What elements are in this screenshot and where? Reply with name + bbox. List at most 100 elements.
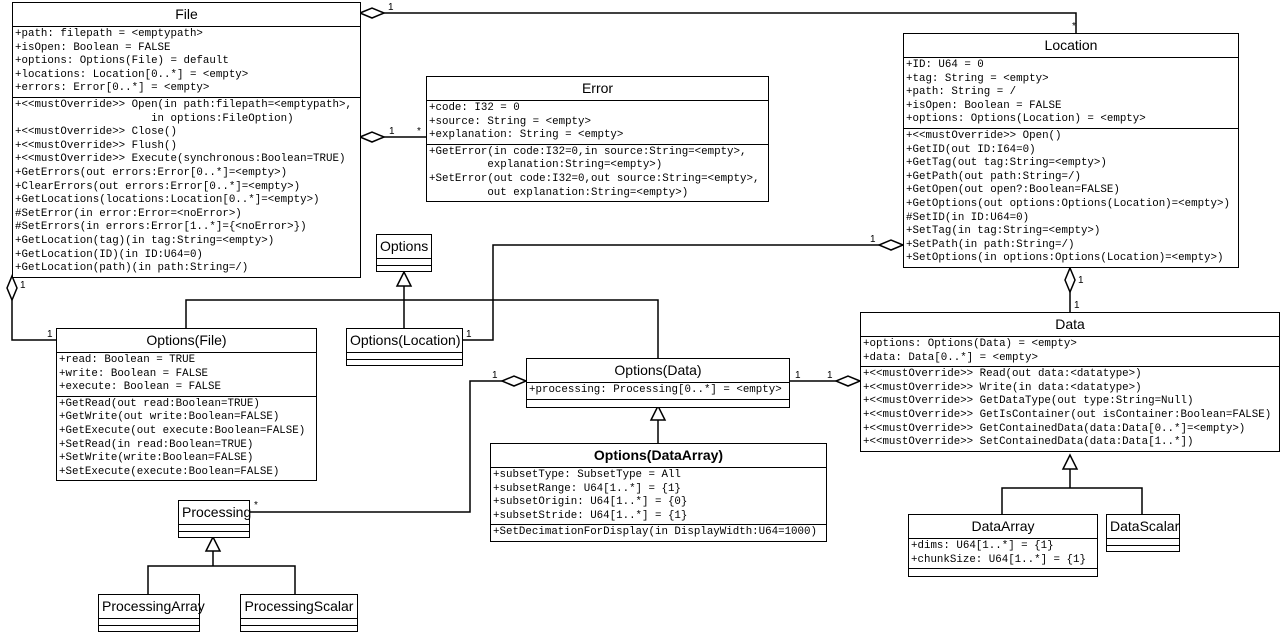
class-name: ProcessingScalar [241, 595, 357, 619]
multiplicity-label: 1 [466, 329, 472, 340]
methods-compartment: +GetError(in code:I32=0,in source:String… [427, 143, 768, 201]
methods-compartment [377, 265, 431, 271]
aggregation-diamond-icon [834, 375, 862, 387]
multiplicity-label: 1 [870, 234, 876, 245]
attribute: +isOpen: Boolean = FALSE [906, 99, 1062, 112]
attributes-compartment: +ID: U64 = 0+tag: String = <empty>+path:… [904, 58, 1238, 128]
attribute: +errors: Error[0..*] = <empty> [15, 82, 210, 95]
method: +<<mustOverride>> GetContainedData(data:… [863, 422, 1246, 435]
class-name: Processing [179, 501, 251, 525]
class-options: Options [376, 234, 432, 272]
attribute: +subsetType: SubsetType = All [493, 469, 681, 481]
method: +SetDecimationForDisplay(in DisplayWidth… [493, 526, 817, 539]
methods-compartment: +<<mustOverride>> Read(out data:<datatyp… [861, 366, 1279, 451]
generalization-data-branches [1001, 487, 1143, 514]
method: +<<mustOverride>> Open(in path:filepath=… [15, 98, 352, 111]
methods-compartment [347, 359, 462, 365]
association-file-location [384, 12, 1077, 33]
attributes-compartment: +code: I32 = 0+source: String = <empty>+… [427, 101, 768, 144]
class-location: Location+ID: U64 = 0+tag: String = <empt… [903, 33, 1239, 268]
class-name: DataArray [909, 515, 1097, 539]
multiplicity-label: 1 [492, 370, 498, 381]
class-datascalar: DataScalar [1106, 514, 1180, 552]
methods-compartment [99, 625, 199, 631]
multiplicity-label: * [254, 500, 258, 511]
method: +<<mustOverride>> Close() [15, 126, 177, 139]
method: +GetWrite(out write:Boolean=FALSE) [59, 411, 280, 424]
methods-compartment [241, 625, 357, 631]
attributes-compartment: +dims: U64[1..*] = {1}+chunkSize: U64[1.… [909, 539, 1097, 568]
attribute: +options: Options(Data) = <empty> [863, 338, 1077, 350]
method: #SetID(in ID:U64=0) [906, 211, 1030, 224]
attribute: +explanation: String = <empty> [429, 129, 624, 142]
class-name: DataScalar [1107, 515, 1179, 539]
method: +SetOptions(in options:Options(Location)… [906, 252, 1224, 265]
attributes-compartment: +options: Options(Data) = <empty>+data: … [861, 337, 1279, 366]
class-options-file: Options(File)+read: Boolean = TRUE+write… [56, 328, 317, 482]
method: +<<mustOverride>> Open() [906, 129, 1062, 142]
class-name: File [13, 3, 360, 27]
class-name: Location [904, 34, 1238, 58]
class-name: ProcessingArray [99, 595, 205, 619]
method: explanation:String=<empty>) [429, 159, 663, 172]
method: +GetLocation(tag)(in tag:String=<empty>) [15, 234, 275, 247]
method: +GetExecute(out execute:Boolean=FALSE) [59, 424, 306, 437]
methods-compartment: +GetRead(out read:Boolean=TRUE)+GetWrite… [57, 395, 316, 481]
methods-compartment [527, 398, 789, 407]
attribute: +execute: Boolean = FALSE [59, 381, 221, 394]
method: +GetRead(out read:Boolean=TRUE) [59, 397, 260, 410]
class-name: Options(Location) [347, 329, 462, 353]
class-data: Data+options: Options(Data) = <empty>+da… [860, 312, 1280, 452]
method: +<<mustOverride>> SetContainedData(data:… [863, 436, 1194, 449]
method: +SetTag(in tag:String=<empty>) [906, 225, 1101, 238]
method: +<<mustOverride>> Execute(synchronous:Bo… [15, 153, 346, 166]
class-options-location: Options(Location) [346, 328, 463, 366]
method: +GetLocations(locations:Location[0..*]=<… [15, 194, 320, 207]
attribute: +options: Options(Location) = <empty> [906, 113, 1146, 126]
method: +<<mustOverride>> GetIsContainer(out isC… [863, 408, 1272, 421]
multiplicity-label: 1 [389, 126, 395, 137]
class-options-dataarray: Options(DataArray)+subsetType: SubsetTyp… [490, 443, 827, 542]
attribute: +path: String = / [906, 86, 1017, 99]
multiplicity-label: 1 [827, 370, 833, 381]
inheritance-triangle-icon [204, 535, 222, 552]
methods-compartment [179, 531, 249, 537]
methods-compartment [1107, 545, 1179, 551]
methods-compartment: +<<mustOverride>> Open(in path:filepath=… [13, 96, 360, 277]
method: +GetPath(out path:String=/) [906, 170, 1081, 183]
aggregation-diamond-icon [500, 375, 528, 387]
attribute: +chunkSize: U64[1..*] = {1} [911, 553, 1086, 566]
multiplicity-label: 1 [388, 2, 394, 13]
inheritance-triangle-icon [649, 404, 667, 421]
method: +SetError(out code:I32=0,out source:Stri… [429, 172, 760, 185]
multiplicity-label: 1 [47, 329, 53, 340]
method: +SetPath(in path:String=/) [906, 238, 1075, 251]
method: +SetExecute(execute:Boolean=FALSE) [59, 465, 280, 478]
multiplicity-label: * [417, 126, 421, 137]
class-name: Error [427, 77, 768, 101]
association-location-optionslocation [462, 244, 879, 341]
attributes-compartment: +read: Boolean = TRUE+write: Boolean = F… [57, 353, 316, 396]
method: +GetOptions(out options:Options(Location… [906, 197, 1230, 210]
method: #SetErrors(in errors:Error[1..*]={<noErr… [15, 221, 307, 234]
methods-compartment [909, 568, 1097, 576]
aggregation-diamond-icon [358, 131, 386, 143]
attribute: +subsetStride: U64[1..*] = {1} [493, 509, 688, 522]
method: +GetLocation(ID)(in ID:U64=0) [15, 248, 203, 261]
attribute: +source: String = <empty> [429, 115, 591, 128]
attribute: +data: Data[0..*] = <empty> [863, 351, 1038, 364]
attribute: +code: I32 = 0 [429, 102, 520, 114]
attribute: +read: Boolean = TRUE [59, 354, 196, 366]
class-name: Options(DataArray) [491, 444, 826, 468]
class-name: Options(File) [57, 329, 316, 353]
method: +GetTag(out tag:String=<empty>) [906, 157, 1107, 170]
class-error: Error+code: I32 = 0+source: String = <em… [426, 76, 769, 203]
inheritance-triangle-icon [395, 270, 413, 287]
multiplicity-label: 1 [1078, 275, 1084, 286]
aggregation-diamond-icon [6, 274, 18, 302]
class-processing: Processing [178, 500, 251, 538]
attribute: +options: Options(File) = default [15, 55, 229, 68]
methods-compartment: +<<mustOverride>> Open()+GetID(out ID:I6… [904, 127, 1238, 267]
method: +SetRead(in read:Boolean=TRUE) [59, 438, 254, 451]
